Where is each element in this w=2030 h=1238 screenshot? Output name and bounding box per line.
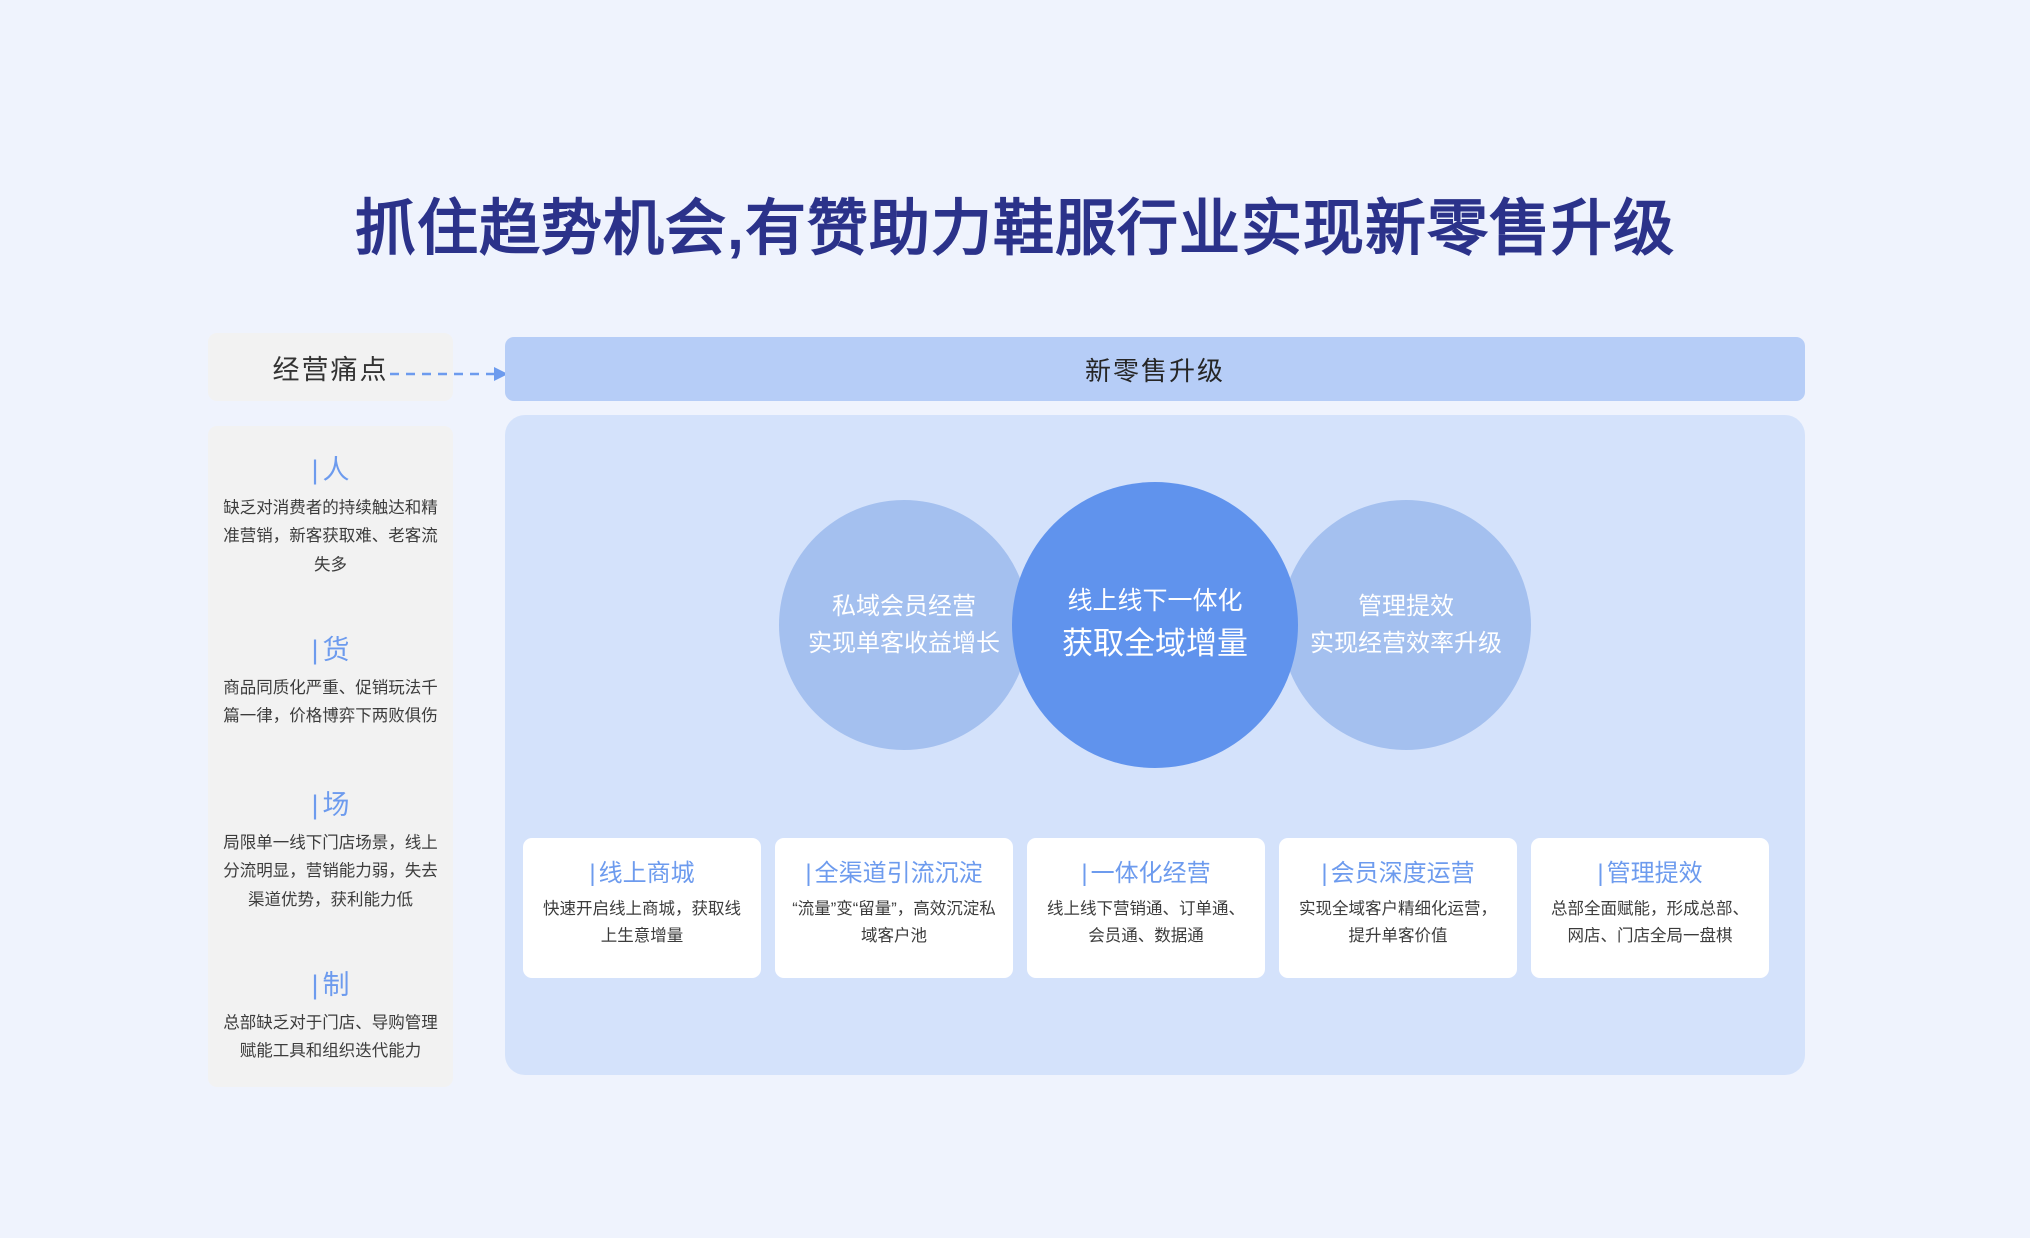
accent-bar-icon: | — [311, 455, 319, 485]
pain-point-title: |制 — [222, 969, 439, 1003]
circle-management-efficiency[interactable]: 管理提效 实现经营效率升级 — [1281, 500, 1531, 750]
banner-new-retail-upgrade: 新零售升级 — [505, 337, 1805, 401]
banner-label: 新零售升级 — [1084, 355, 1225, 386]
pain-point-item[interactable]: |货 商品同质化严重、促销玩法千篇一律，价格博弈下两败俱伤 — [222, 634, 439, 759]
pain-point-title-text: 货 — [322, 635, 350, 665]
circle-line-1: 私域会员经营 — [832, 592, 976, 620]
accent-bar-icon: | — [1597, 860, 1604, 887]
card-title: |会员深度运营 — [1293, 860, 1503, 889]
card-title-text: 管理提效 — [1606, 860, 1703, 887]
pain-point-title: |场 — [222, 789, 439, 823]
card-desc: 实现全域客户精细化运营，提升单客价值 — [1299, 899, 1497, 946]
card-desc: 总部全面赋能，形成总部、网店、门店全局一盘棋 — [1551, 899, 1749, 946]
pain-points-sidebar: 经营痛点 |人 缺乏对消费者的持续触达和精准营销，新客获取难、老客流失多 |货 … — [208, 333, 453, 1087]
accent-bar-icon: | — [1321, 860, 1328, 887]
accent-bar-icon: | — [311, 970, 319, 1000]
pain-point-desc: 商品同质化严重、促销玩法千篇一律，价格博弈下两败俱伤 — [223, 678, 438, 726]
accent-bar-icon: | — [589, 860, 596, 887]
circle-online-offline-integration[interactable]: 线上线下一体化 获取全域增量 — [1012, 482, 1298, 768]
circle-line-2: 实现经营效率升级 — [1310, 630, 1502, 657]
pain-point-title-text: 制 — [322, 970, 350, 1000]
card-title: |管理提效 — [1545, 860, 1755, 889]
card-title-text: 全渠道引流沉淀 — [814, 860, 983, 887]
dashed-arrow-icon — [390, 360, 510, 388]
card-desc: “流量”变“留量”，高效沉淀私域客户池 — [792, 899, 996, 946]
page-title: 抓住趋势机会,有赞助力鞋服行业实现新零售升级 — [355, 194, 1675, 262]
pain-point-item[interactable]: |场 局限单一线下门店场景，线上分流明显，营销能力弱，失去渠道优势，获利能力低 — [222, 789, 439, 939]
accent-bar-icon: | — [311, 635, 319, 665]
card-title: |线上商城 — [537, 860, 747, 889]
solution-card-online-mall[interactable]: |线上商城 快速开启线上商城，获取线上生意增量 — [523, 838, 761, 978]
circle-line-1: 管理提效 — [1358, 592, 1454, 620]
solution-cards-row: |线上商城 快速开启线上商城，获取线上生意增量 |全渠道引流沉淀 “流量”变“留… — [523, 838, 1788, 978]
circle-line-1: 线上线下一体化 — [1067, 587, 1243, 616]
pain-points-list: |人 缺乏对消费者的持续触达和精准营销，新客获取难、老客流失多 |货 商品同质化… — [208, 426, 453, 1087]
pain-point-title-text: 场 — [322, 790, 350, 820]
pain-point-desc: 缺乏对消费者的持续触达和精准营销，新客获取难、老客流失多 — [223, 498, 438, 574]
card-title-text: 线上商城 — [598, 860, 695, 887]
card-desc: 线上线下营销通、订单通、会员通、数据通 — [1047, 899, 1245, 946]
card-desc: 快速开启线上商城，获取线上生意增量 — [543, 899, 741, 946]
accent-bar-icon: | — [1081, 860, 1088, 887]
solution-card-integrated-operation[interactable]: |一体化经营 线上线下营销通、订单通、会员通、数据通 — [1027, 838, 1265, 978]
sidebar-header: 经营痛点 — [208, 333, 453, 401]
pain-point-item[interactable]: |人 缺乏对消费者的持续触达和精准营销，新客获取难、老客流失多 — [222, 454, 439, 604]
accent-bar-icon: | — [805, 860, 812, 887]
solution-card-member-operation[interactable]: |会员深度运营 实现全域客户精细化运营，提升单客价值 — [1279, 838, 1517, 978]
venn-circles-group: 私域会员经营 实现单客收益增长 管理提效 实现经营效率升级 线上线下一体化 获取… — [505, 470, 1805, 780]
solution-card-omnichannel-traffic[interactable]: |全渠道引流沉淀 “流量”变“留量”，高效沉淀私域客户池 — [775, 838, 1013, 978]
pain-point-desc: 局限单一线下门店场景，线上分流明显，营销能力弱，失去渠道优势，获利能力低 — [223, 833, 438, 909]
accent-bar-icon: | — [311, 790, 319, 820]
pain-point-desc: 总部缺乏对于门店、导购管理赋能工具和组织迭代能力 — [223, 1013, 438, 1061]
card-title-text: 一体化经营 — [1090, 860, 1211, 887]
circle-line-2: 获取全域增量 — [1062, 626, 1248, 662]
dashed-arrow-svg — [390, 367, 508, 381]
main-panel: 私域会员经营 实现单客收益增长 管理提效 实现经营效率升级 线上线下一体化 获取… — [505, 415, 1805, 1075]
card-title-text: 会员深度运营 — [1330, 860, 1475, 887]
pain-point-item[interactable]: |制 总部缺乏对于门店、导购管理赋能工具和组织迭代能力 — [222, 969, 439, 1089]
card-title: |一体化经营 — [1041, 860, 1251, 889]
pain-point-title: |人 — [222, 454, 439, 488]
pain-point-title: |货 — [222, 634, 439, 668]
pain-point-title-text: 人 — [322, 455, 350, 485]
card-title: |全渠道引流沉淀 — [789, 860, 999, 889]
solution-card-management-efficiency[interactable]: |管理提效 总部全面赋能，形成总部、网店、门店全局一盘棋 — [1531, 838, 1769, 978]
sidebar-header-label: 经营痛点 — [272, 354, 389, 385]
circle-line-2: 实现单客收益增长 — [808, 630, 1000, 657]
circle-private-domain[interactable]: 私域会员经营 实现单客收益增长 — [779, 500, 1029, 750]
